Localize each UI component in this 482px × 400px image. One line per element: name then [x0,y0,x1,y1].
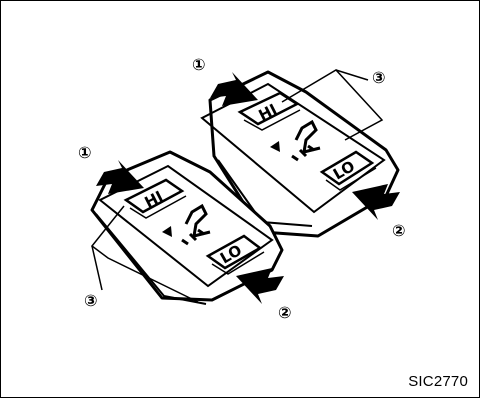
callout-numbers: ① ③ ① ② ③ ② [78,55,406,322]
callout-lines [90,69,384,303]
callout-2-right: ② [392,221,406,240]
callout-2-left: ② [278,303,292,322]
hi-button-left: HI [123,178,187,219]
seat-heater-icon-left [181,203,211,246]
arrow-hi-left [96,160,144,194]
indicator-triangle-left [162,226,172,237]
callout-3-left: ③ [84,291,98,310]
callout-1-left: ① [78,143,92,162]
figure-code-label: SIC2770 [408,373,468,390]
switch-unit-left: HI LO [90,150,284,305]
callout-1-right: ① [192,55,206,74]
arrow-hi-right [210,72,258,106]
press-arrows [96,72,400,304]
callout-3-right: ③ [372,68,386,87]
seat-heater-icon-right [291,119,321,162]
arrow-lo-right [352,184,400,220]
indicator-triangle-right [270,141,280,152]
arrow-lo-left [236,268,284,304]
